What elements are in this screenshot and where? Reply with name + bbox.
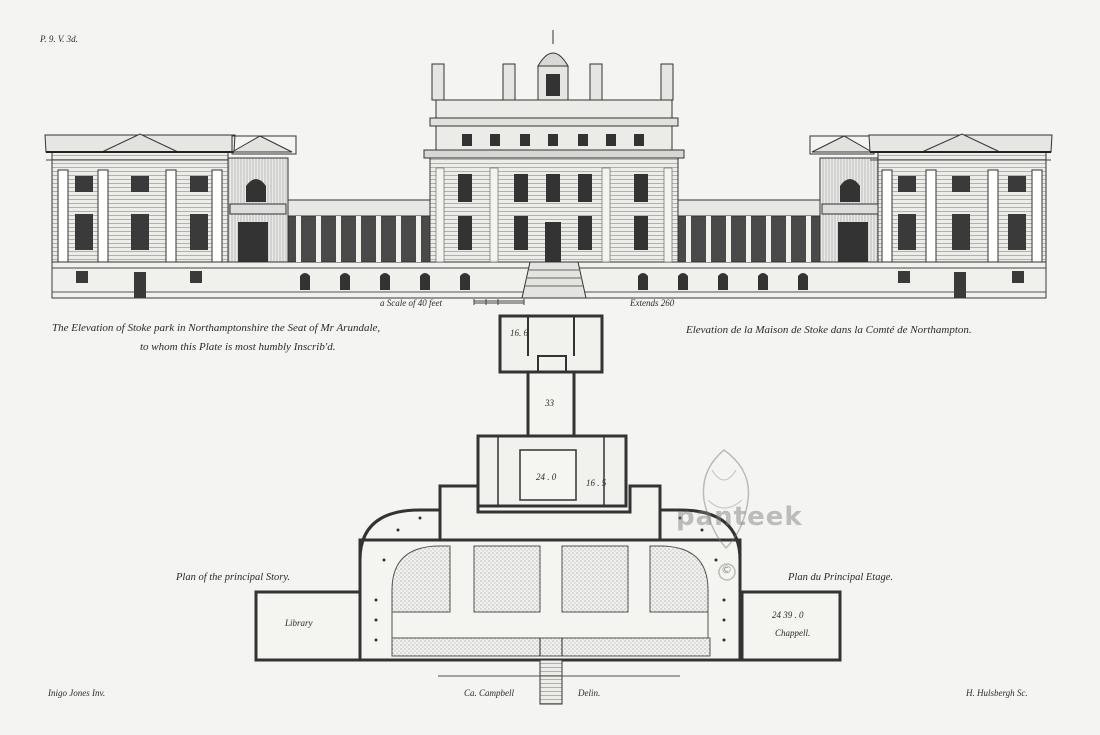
credit-engraver: H. Hulsbergh Sc. — [966, 688, 1028, 698]
floor-plan — [254, 314, 842, 705]
scale-label: a Scale of 40 feet — [380, 298, 442, 308]
left-colonnade — [287, 199, 431, 290]
title-english-dedication: to whom this Plate is most humbly Inscri… — [140, 341, 336, 353]
hall-left-dimension: 24 . 0 — [536, 472, 557, 482]
watermark-text: panteek — [676, 502, 803, 532]
credit-delin: Delin. — [578, 688, 601, 698]
central-block — [423, 30, 685, 299]
right-pavilion — [809, 133, 1053, 298]
plan-label-english: Plan of the principal Story. — [176, 572, 291, 583]
room-top-dimension: 16. 6 — [510, 328, 528, 338]
plan-label-french: Plan du Principal Etage. — [788, 572, 893, 583]
chappell-room-label: Chappell. — [775, 628, 811, 638]
watermark-logo — [702, 449, 750, 581]
left-pavilion — [44, 133, 297, 298]
chappell-dimensions: 24 39 . 0 — [772, 610, 804, 620]
plate-reference: P. 9. V. 3d. — [40, 34, 78, 44]
watermark-copyright: © — [721, 563, 732, 576]
title-french: Elevation de la Maison de Stoke dans la … — [686, 324, 972, 336]
credit-delineator: Ca. Campbell — [464, 688, 515, 698]
credit-inventor: Inigo Jones Inv. — [48, 688, 106, 698]
corridor-dimension: 33 — [545, 398, 554, 408]
library-room-label: Library — [285, 618, 313, 628]
right-colonnade — [460, 199, 821, 290]
hall-right-dimension: 16 . 5 — [586, 478, 607, 488]
scale-bar — [473, 299, 525, 305]
extends-label: Extends 260 — [630, 298, 675, 308]
elevation — [44, 30, 1053, 305]
title-english: The Elevation of Stoke park in Northampt… — [52, 322, 381, 334]
